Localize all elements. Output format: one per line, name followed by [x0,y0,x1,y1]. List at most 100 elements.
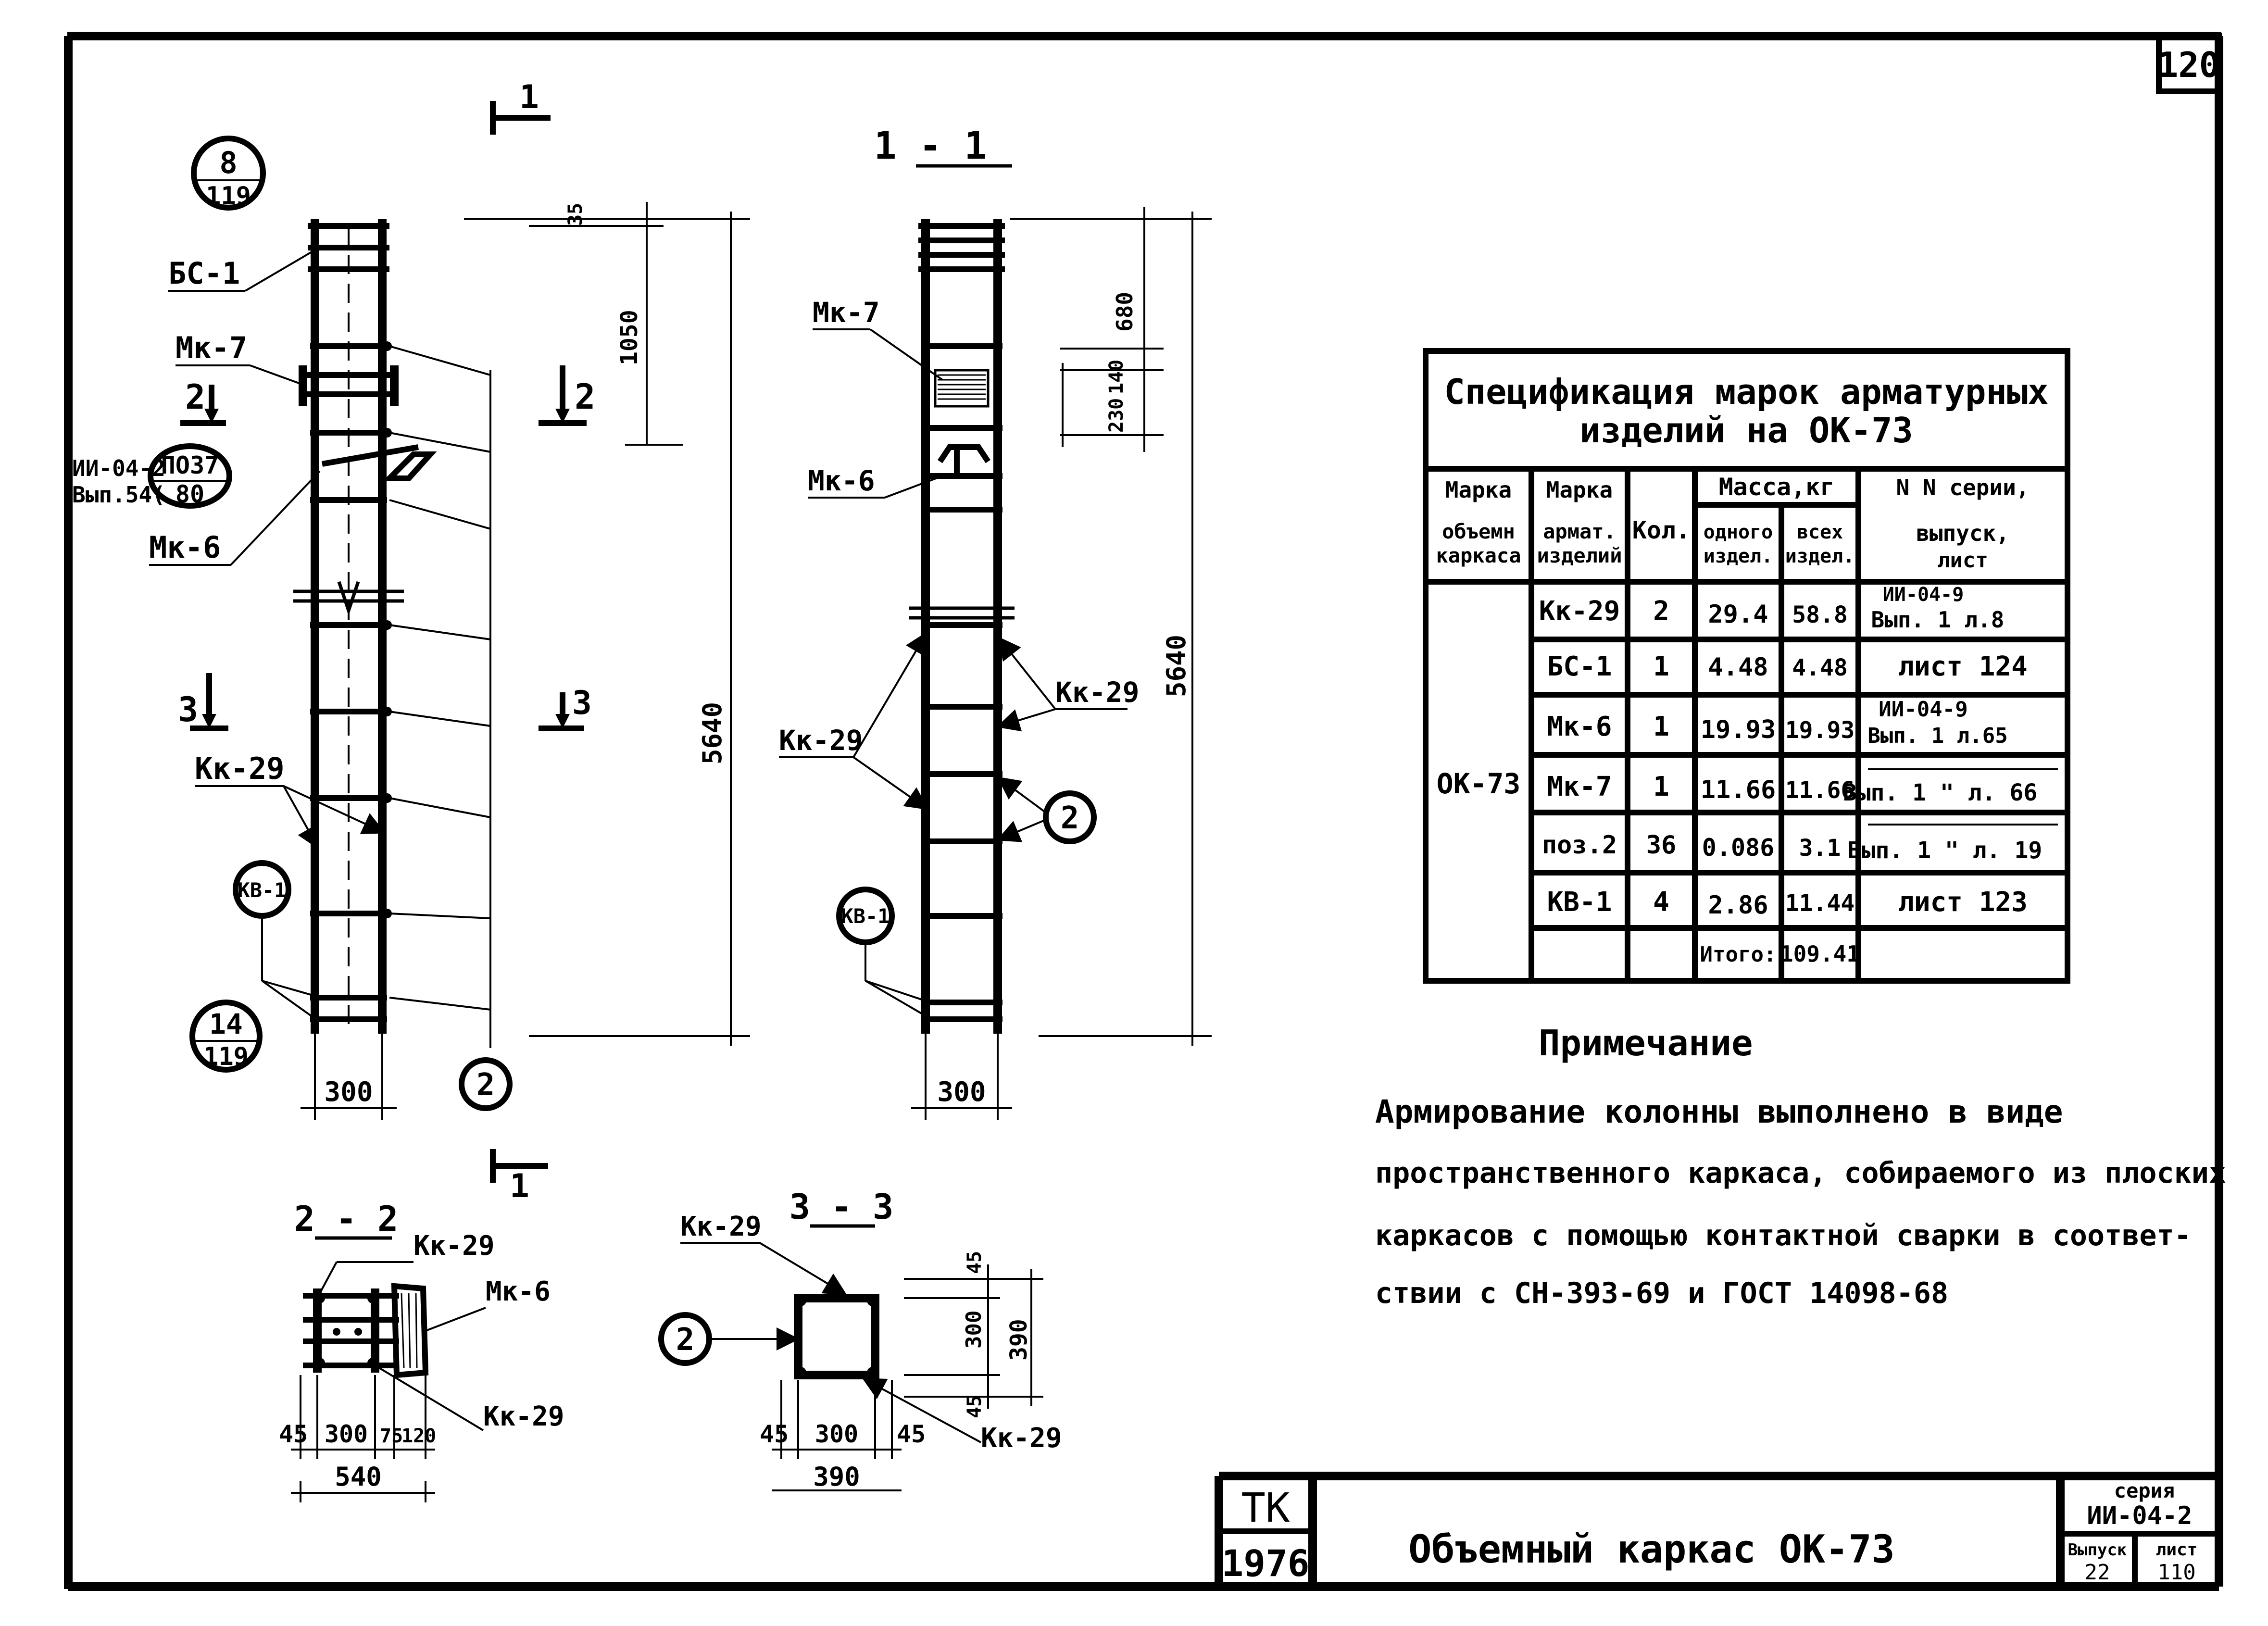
dims-3-3: 45 300 45 390 45 300 45 390 [760,1251,1043,1492]
svg-text:1: 1 [510,1167,529,1205]
spec-header: Марка объемн каркаса Марка армат. издели… [1436,473,2029,573]
svg-text:лист 124: лист 124 [1898,651,2028,682]
section-marker-2-right: 2 [539,365,595,426]
svg-text:11.66: 11.66 [1785,777,1855,804]
svg-text:Кк-29: Кк-29 [483,1401,564,1432]
title-org: ТК [1241,1484,1290,1531]
section-marker-1-top: 1 [490,78,551,135]
svg-text:ИИ-04-9: ИИ-04-9 [1883,584,1964,606]
spec-row: Кк-29 2 29.4 58.8 ИИ-04-9 Вып. 1 л.8 [1539,584,2005,633]
svg-text:Марка: Марка [1546,477,1613,503]
pos-marker-2-3-3: 2 [658,1312,800,1366]
label-bs1: БС-1 [168,249,316,292]
label-kk29-bottom-3-3: Кк-29 [862,1378,1062,1454]
section-marker-3-right: 3 [539,684,592,731]
svg-text:БС-1: БС-1 [1547,651,1612,682]
svg-text:14: 14 [209,1008,243,1040]
dims-2-2: 45 300 75 120 540 [279,1375,436,1502]
svg-text:390: 390 [1005,1319,1032,1361]
svg-text:Кк-29: Кк-29 [981,1423,1062,1454]
svg-text:2: 2 [1653,596,1669,627]
spec-group-mark: ОК-73 [1437,767,1521,800]
svg-text:680: 680 [1112,292,1138,332]
svg-text:119: 119 [206,182,251,211]
svg-text:1: 1 [519,78,539,116]
svg-text:4.48: 4.48 [1708,653,1768,682]
label-mk6-2-2: Мк-6 [423,1276,551,1333]
detail-callout-bottom: 14 119 [189,1000,263,1073]
title-sheet-label: лист [2156,1540,2198,1560]
svg-text:Мк-6: Мк-6 [1547,711,1612,742]
svg-text:Кк-29: Кк-29 [779,724,863,757]
svg-text:11.44: 11.44 [1785,890,1855,917]
svg-text:объемн: объемн [1442,520,1515,543]
svg-text:Мк-7: Мк-7 [1547,771,1612,802]
svg-text:Мк-7: Мк-7 [813,296,880,329]
svg-text:35: 35 [564,203,587,226]
svg-text:109.41: 109.41 [1780,941,1860,967]
section-2-2-title: 2 - 2 [294,1199,399,1239]
svg-text:140: 140 [1105,360,1128,394]
label-mk7: Мк-7 [175,330,303,386]
svg-text:58.8: 58.8 [1792,601,1848,628]
pos2-leaders [389,345,491,1048]
svg-text:540: 540 [335,1462,382,1492]
spec-table-grid [1423,348,2070,984]
dim-width-1-1: 300 [911,1034,1012,1120]
svg-text:1: 1 [1653,771,1669,802]
svg-text:1: 1 [1653,651,1669,682]
section-3-3: 3 - 3 Кк-29 2 Кк-29 45 [658,1187,1062,1492]
svg-text:300: 300 [324,1076,373,1108]
sheet-number: 120 [2157,45,2220,85]
svg-text:300: 300 [325,1420,368,1448]
svg-text:2: 2 [1061,800,1079,836]
label-kk29-top-2-2: Кк-29 [319,1230,495,1294]
svg-text:Кк-29: Кк-29 [414,1230,495,1262]
svg-text:КВ-1: КВ-1 [841,904,890,928]
spec-row: БС-1 1 4.48 4.48 лист 124 [1547,651,2028,682]
label-mk6: Мк-6 [149,470,321,566]
section-1-1: 1 - 1 [779,125,1212,1120]
title-main: Объемный каркас ОК-73 [1408,1527,1894,1572]
svg-text:3.1: 3.1 [1799,835,1841,862]
spec-total: Итого: 109.41 [1700,941,1860,967]
svg-text:изделий: изделий [1537,544,1622,567]
svg-text:45: 45 [279,1420,308,1448]
svg-text:3: 3 [572,684,592,722]
label-kk29-left-1-1: Кк-29 [779,631,929,810]
note-title: Примечание [1539,1023,1753,1064]
label-kk29-bottom-2-2: Кк-29 [374,1364,564,1432]
svg-text:Мк-6: Мк-6 [808,464,875,497]
svg-text:Мк-7: Мк-7 [175,330,247,365]
svg-text:1: 1 [1653,711,1669,742]
svg-text:одного: одного [1704,521,1773,543]
spec-table: Спецификация марок арматурных изделий на… [1423,348,2070,984]
svg-text:армат.: армат. [1543,520,1616,543]
svg-text:2: 2 [575,376,595,417]
svg-text:119: 119 [203,1042,249,1071]
svg-text:Кол.: Кол. [1632,516,1690,544]
spec-row: Мк-6 1 19.93 19.93 ИИ-04-9 Вып. 1 л.65 [1547,697,2008,748]
svg-text:Кк-29: Кк-29 [195,751,285,786]
svg-text:лист: лист [1937,548,1988,573]
svg-text:36: 36 [1646,831,1677,860]
svg-text:Кк-29: Кк-29 [680,1211,762,1242]
svg-text:Вып. 1 " л. 66: Вып. 1 " л. 66 [1843,779,2038,806]
svg-text:45: 45 [964,1395,986,1418]
spec-row: Мк-7 1 11.66 11.66 Вып. 1 " л. 66 [1547,768,2058,806]
svg-text:4.48: 4.48 [1792,654,1848,681]
elevation-left: 1 8 119 [72,78,750,1205]
section-2-2-body [303,1283,429,1378]
svg-text:2.86: 2.86 [1708,891,1768,920]
section-3-3-title: 3 - 3 [789,1187,894,1227]
column-left [293,219,491,1048]
svg-text:Итого:: Итого: [1700,942,1777,967]
svg-text:лист 123: лист 123 [1898,887,2028,918]
svg-text:издел.: издел. [1785,545,1855,567]
dims-vertical-1-1: 680 230 140 5640 [1010,207,1212,1046]
sheet-number-box: 120 [2156,33,2222,94]
svg-text:29.4: 29.4 [1708,600,1768,629]
note-line: Армирование колонны выполнено в виде [1375,1093,2063,1130]
svg-text:Вып. 1 л.8: Вып. 1 л.8 [1871,607,2005,633]
svg-text:8: 8 [219,145,237,180]
